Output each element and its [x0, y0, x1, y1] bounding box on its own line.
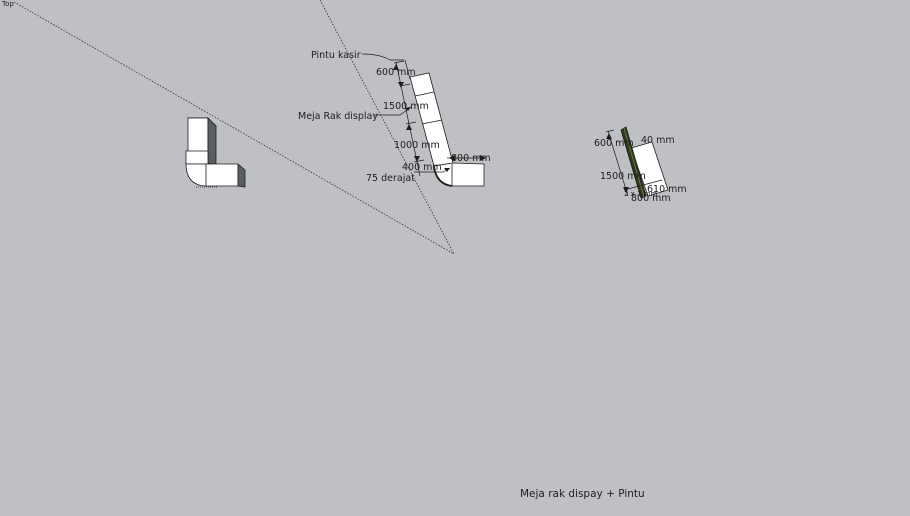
- dim-600-right: 600 mm: [594, 138, 634, 149]
- dim-400-middle: 400 mm: [402, 162, 442, 173]
- dim-small-right: 2 x 3 mm: [624, 190, 658, 198]
- dim-1500-right: 1500 mm: [600, 171, 646, 182]
- dim-610-right: 610 mm: [647, 184, 687, 195]
- dimension-arrows-middle: [393, 64, 486, 172]
- dim-bottom-right: 800 mm: [631, 193, 671, 204]
- view-name-label: Top: [2, 0, 14, 8]
- dimension-lines-right: [605, 129, 663, 197]
- dimension-arrows-right: [606, 133, 629, 193]
- scene-caption: Meja rak dispay + Pintu: [520, 488, 645, 500]
- l-table-model-left[interactable]: [185, 117, 246, 188]
- dim-1500-middle: 1500 mm: [383, 101, 429, 112]
- label-meja-rak-display: Meja Rak display: [298, 111, 378, 122]
- label-75-derajat: 75 derajat: [366, 173, 415, 184]
- dim-1000-middle: 1000 mm: [394, 140, 440, 151]
- camera-guide-lines: [13, 0, 455, 255]
- dim-800-middle: 800 mm: [451, 153, 491, 164]
- label-pintu-kasir: Pintu kasir: [311, 50, 361, 61]
- dim-600-middle: 600 mm: [376, 67, 416, 78]
- dim-40-right: 40 mm: [641, 135, 675, 146]
